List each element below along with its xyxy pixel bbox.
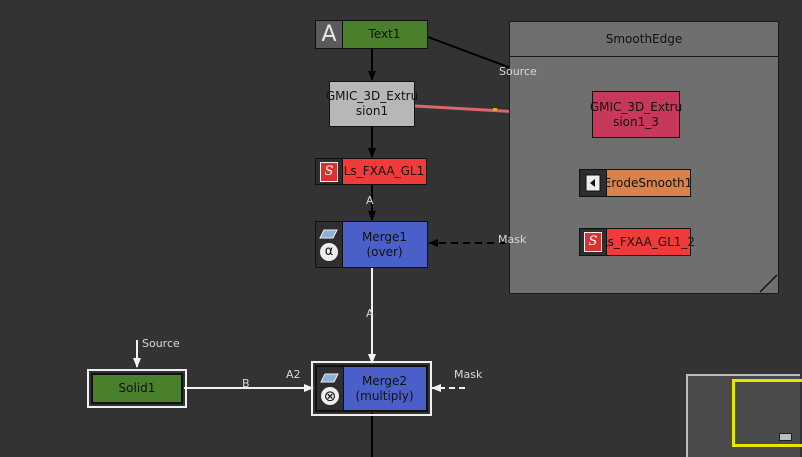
link-midpoint-handle[interactable] bbox=[493, 108, 497, 111]
node-label: Merge2 (multiply) bbox=[355, 373, 414, 403]
minimap-node-thumb bbox=[779, 433, 792, 441]
node-solid1[interactable]: Solid1 bbox=[87, 369, 187, 408]
edge-label-b: B bbox=[242, 377, 250, 390]
node-label: ErodeSmooth1 bbox=[603, 175, 693, 190]
node-label: Ls_FXAA_GL1_2 bbox=[600, 234, 696, 249]
edge-label-a: A bbox=[366, 307, 374, 320]
script-s-icon: S bbox=[316, 159, 343, 184]
node-label: Text1 bbox=[368, 27, 401, 41]
navigator-minimap[interactable] bbox=[686, 374, 802, 457]
node-label: Solid1 bbox=[118, 381, 156, 395]
node-gmic-3d-extrusion1-3[interactable]: GMIC_3D_Extru sion1_3 bbox=[589, 91, 683, 138]
edge-label-a: A bbox=[366, 194, 374, 207]
edge-label-source: Source bbox=[142, 337, 180, 350]
node-text1[interactable]: A Text1 bbox=[315, 20, 428, 49]
backdrop-title: SmoothEdge bbox=[510, 22, 778, 57]
minimap-viewport[interactable] bbox=[732, 379, 802, 447]
node-merge2[interactable]: ⊗ Merge2 (multiply) bbox=[311, 361, 432, 416]
plugin-icon bbox=[580, 170, 607, 196]
edge-label-a2: A2 bbox=[286, 368, 301, 381]
node-label: GMIC_3D_Extru sion1_3 bbox=[589, 99, 683, 129]
node-ls-fxaa-gl1-2[interactable]: S Ls_FXAA_GL1_2 bbox=[579, 228, 695, 256]
node-label: Merge1 (over) bbox=[361, 229, 408, 259]
edge-label-mask: Mask bbox=[454, 368, 483, 381]
node-ls-fxaa-gl1[interactable]: S Ls_FXAA_GL1 bbox=[315, 158, 427, 185]
node-gmic-3d-extrusion1[interactable]: GMIC_3D_Extru sion1 bbox=[325, 81, 419, 127]
letter-A-icon: A bbox=[316, 21, 343, 48]
alpha-merge-icon: α bbox=[316, 222, 343, 267]
backdrop-resize-handle[interactable] bbox=[758, 273, 778, 293]
node-merge1[interactable]: α Merge1 (over) bbox=[315, 221, 428, 268]
node-label: Ls_FXAA_GL1 bbox=[343, 164, 425, 178]
edge-label-mask: Mask bbox=[498, 233, 527, 246]
script-s-icon: S bbox=[580, 229, 607, 255]
node-erodesmooth1[interactable]: ErodeSmooth1 bbox=[579, 169, 693, 197]
edge-label-source: Source bbox=[499, 65, 537, 78]
node-label: GMIC_3D_Extru sion1 bbox=[325, 89, 419, 118]
multiply-merge-icon: ⊗ bbox=[317, 367, 344, 410]
